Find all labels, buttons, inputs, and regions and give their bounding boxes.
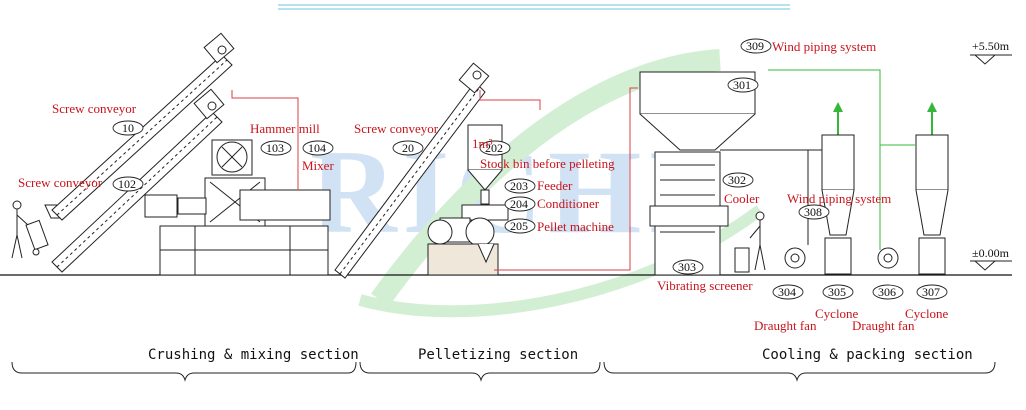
pipe-red-3 bbox=[494, 87, 638, 271]
tag-306 bbox=[872, 284, 904, 300]
section-bracket-cooling: Cooling & packing section bbox=[603, 347, 996, 382]
label-screw-conveyor-10: Screw conveyor bbox=[52, 101, 137, 116]
screw-conveyor-10 bbox=[51, 32, 235, 221]
label-mixer: Mixer bbox=[302, 158, 334, 173]
label-wind-piping-308: Wind piping system bbox=[787, 191, 891, 206]
tag-203-text: 203 bbox=[510, 179, 528, 193]
wind-piping-309 bbox=[768, 69, 915, 250]
label-screw-conveyor-20: Screw conveyor bbox=[354, 121, 439, 136]
tag-203 bbox=[504, 178, 536, 194]
tag-303 bbox=[672, 259, 704, 275]
tag-302 bbox=[722, 172, 754, 188]
label-vibrating-screener: Vibrating screener bbox=[657, 278, 753, 293]
label-feeder: Feeder bbox=[537, 178, 573, 193]
tag-308 bbox=[798, 204, 830, 220]
tag-304-text: 304 bbox=[778, 285, 796, 299]
level-ground-label: ±0.00m bbox=[972, 246, 1010, 260]
level-marker-ground: ±0.00m bbox=[970, 246, 1012, 271]
label-bin-volume: 1m³ bbox=[472, 136, 493, 151]
label-wind-piping-309: Wind piping system bbox=[772, 39, 876, 54]
mixer-104 bbox=[144, 177, 331, 276]
draught-fan-306 bbox=[877, 247, 899, 269]
label-draught-fan-306: Draught fan bbox=[852, 318, 915, 333]
pellet-machine-205 bbox=[427, 204, 509, 276]
tag-104 bbox=[302, 140, 334, 156]
cyclone-305 bbox=[821, 102, 855, 275]
tag-103 bbox=[260, 140, 292, 156]
label-draught-fan-304: Draught fan bbox=[754, 318, 817, 333]
tag-307 bbox=[916, 284, 948, 300]
tag-20-text: 20 bbox=[402, 141, 414, 155]
tag-205 bbox=[504, 218, 536, 234]
tag-307-text: 307 bbox=[922, 285, 940, 299]
level-marker-top: +5.50m bbox=[970, 39, 1012, 65]
tag-202 bbox=[479, 140, 511, 156]
tag-305-text: 305 bbox=[828, 285, 846, 299]
label-stock-bin: Stock bin before pelleting bbox=[480, 156, 615, 171]
tag-304 bbox=[772, 284, 804, 300]
header-rule bbox=[278, 4, 790, 10]
tag-309 bbox=[740, 38, 772, 54]
section-bracket-crushing: Crushing & mixing section bbox=[11, 347, 359, 382]
tag-204-text: 204 bbox=[510, 197, 528, 211]
section-bracket-pelletizing: Pelletizing section bbox=[359, 347, 601, 382]
tag-202-text: 202 bbox=[485, 141, 503, 155]
section-pelletizing-label: Pelletizing section bbox=[418, 347, 578, 363]
tag-204 bbox=[504, 196, 536, 212]
label-pellet-machine: Pellet machine bbox=[537, 219, 614, 234]
tag-104-text: 104 bbox=[308, 141, 326, 155]
worker-figure-2 bbox=[734, 211, 766, 273]
tag-10 bbox=[112, 120, 144, 136]
tag-309-text: 309 bbox=[746, 39, 764, 53]
tag-306-text: 306 bbox=[878, 285, 896, 299]
tag-302-text: 302 bbox=[728, 173, 746, 187]
tag-205-text: 205 bbox=[510, 219, 528, 233]
label-screw-conveyor-102: Screw conveyor bbox=[18, 175, 103, 190]
hammer-mill-103 bbox=[211, 139, 253, 176]
tag-10-text: 10 bbox=[122, 121, 134, 135]
pipe-red-2 bbox=[479, 90, 541, 110]
tag-305 bbox=[822, 284, 854, 300]
label-cooler: Cooler bbox=[724, 191, 760, 206]
tag-303-text: 303 bbox=[678, 260, 696, 274]
tag-308-text: 308 bbox=[804, 205, 822, 219]
section-crushing-label: Crushing & mixing section bbox=[148, 347, 359, 363]
cyclone-307 bbox=[915, 102, 949, 275]
worker-figure-1 bbox=[11, 200, 49, 259]
cooler-302 bbox=[639, 71, 756, 227]
screw-conveyor-20 bbox=[334, 62, 490, 279]
tag-301 bbox=[727, 77, 759, 93]
label-cyclone-305: Cyclone bbox=[815, 306, 859, 321]
tag-301-text: 301 bbox=[733, 78, 751, 92]
tag-102-text: 102 bbox=[118, 177, 136, 191]
label-conditioner: Conditioner bbox=[537, 196, 600, 211]
label-hammer-mill: Hammer mill bbox=[250, 121, 320, 136]
screw-conveyor-102 bbox=[51, 88, 225, 273]
label-cyclone-307: Cyclone bbox=[905, 306, 949, 321]
section-cooling-label: Cooling & packing section bbox=[762, 347, 973, 363]
pipe-red-1 bbox=[231, 90, 299, 190]
level-top-label: +5.50m bbox=[972, 39, 1010, 53]
draught-fan-304 bbox=[784, 247, 806, 269]
tag-20 bbox=[392, 140, 424, 156]
tag-103-text: 103 bbox=[266, 141, 284, 155]
tag-102 bbox=[112, 176, 144, 192]
